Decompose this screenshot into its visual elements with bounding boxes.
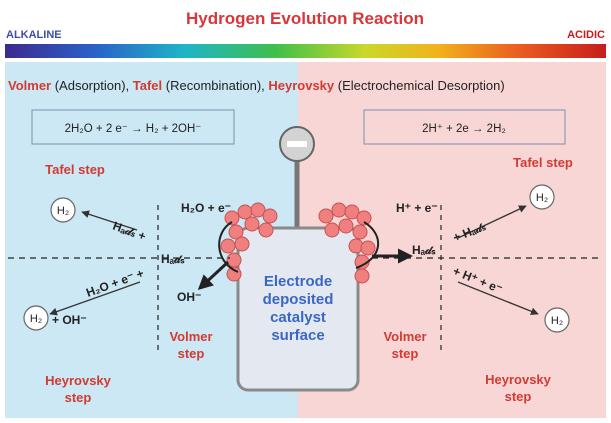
acidic-label: ACIDIC <box>567 29 605 41</box>
acidic-h2-bottom-bubble <box>544 307 570 333</box>
alkaline-heyrovsky-step-2: step <box>65 390 92 405</box>
alkaline-volmer-step-2: step <box>178 346 205 361</box>
alkaline-h2-bottom-bubble <box>23 305 49 331</box>
acidic-h2-top-bubble <box>529 184 555 210</box>
alkaline-volmer-step-1: Volmer <box>169 329 212 344</box>
subtitle-heyrovsky-desc: (Electrochemical Desorption) <box>334 78 505 93</box>
acidic-hads: Hₐ𝒹ₛ <box>412 243 436 257</box>
acidic-volmer-curve <box>355 221 380 269</box>
alkaline-oh-arrow <box>197 260 230 291</box>
subtitle-volmer-desc: (Adsorption), <box>51 78 133 93</box>
acidic-heyrovsky-step-2: step <box>505 389 532 404</box>
electrode-label-3: catalyst <box>270 309 326 326</box>
acidic-equation: 2H⁺ + 2e → 2H₂ <box>422 123 506 135</box>
alkaline-h2-top: H₂ <box>57 205 69 217</box>
electrode-label-2: deposited <box>263 291 334 308</box>
subtitle-heyrovsky: Heyrovsky <box>268 78 335 93</box>
alkaline-tafel-step: Tafel step <box>45 162 105 177</box>
subtitle-tafel-desc: (Recombination), <box>162 78 268 93</box>
acidic-h2-top: H₂ <box>536 192 548 204</box>
minus-sign-icon <box>287 141 307 147</box>
mechanism-subtitle: Volmer (Adsorption), Tafel (Recombinatio… <box>8 78 505 93</box>
acidic-volmer-step-1: Volmer <box>383 329 426 344</box>
alkaline-equation-box <box>31 109 235 145</box>
acidic-volmer-reactant: H⁺ + e⁻ <box>396 201 438 215</box>
alkaline-heyrovsky-arrow <box>49 281 141 316</box>
subtitle-tafel: Tafel <box>133 78 162 93</box>
acidic-heyrovsky-arrow <box>457 281 539 316</box>
subtitle-volmer: Volmer <box>8 78 51 93</box>
alkaline-label: ALKALINE <box>6 29 62 41</box>
catalyst-particles-right <box>318 202 376 284</box>
alkaline-oh-volmer: OH⁻ <box>177 290 201 304</box>
acidic-heyrovsky-step-1: Heyrovsky <box>485 372 552 387</box>
alkaline-tafel-arrow <box>81 210 138 231</box>
alkaline-oh-product: + OH⁻ <box>52 313 87 327</box>
acidic-equation-box <box>363 109 566 145</box>
electrode-label-4: surface <box>271 327 324 344</box>
ph-gradient-bar <box>5 44 606 58</box>
catalyst-particles-left <box>220 202 278 282</box>
acidic-tafel-step: Tafel step <box>513 155 573 170</box>
alkaline-h2-top-bubble <box>50 197 76 223</box>
acidic-h2-bottom: H₂ <box>551 315 563 327</box>
alkaline-hads: Hₐ𝒹ₛ <box>161 252 185 266</box>
electrode-body <box>236 226 360 392</box>
alkaline-equation: 2H₂O + 2 e⁻ → H₂ + 2OH⁻ <box>65 123 202 135</box>
alkaline-volmer-curve <box>218 221 239 273</box>
alkaline-volmer-reactant: H₂O + e⁻ <box>181 201 231 215</box>
electrode-label-1: Electrode <box>264 273 332 290</box>
alkaline-h2-bottom: H₂ <box>30 313 42 325</box>
title: Hydrogen Evolution Reaction <box>186 9 424 28</box>
acidic-volmer-step-2: step <box>392 346 419 361</box>
alkaline-heyrovsky-step-1: Heyrovsky <box>45 373 112 388</box>
acidic-tafel-arrow <box>457 205 527 239</box>
